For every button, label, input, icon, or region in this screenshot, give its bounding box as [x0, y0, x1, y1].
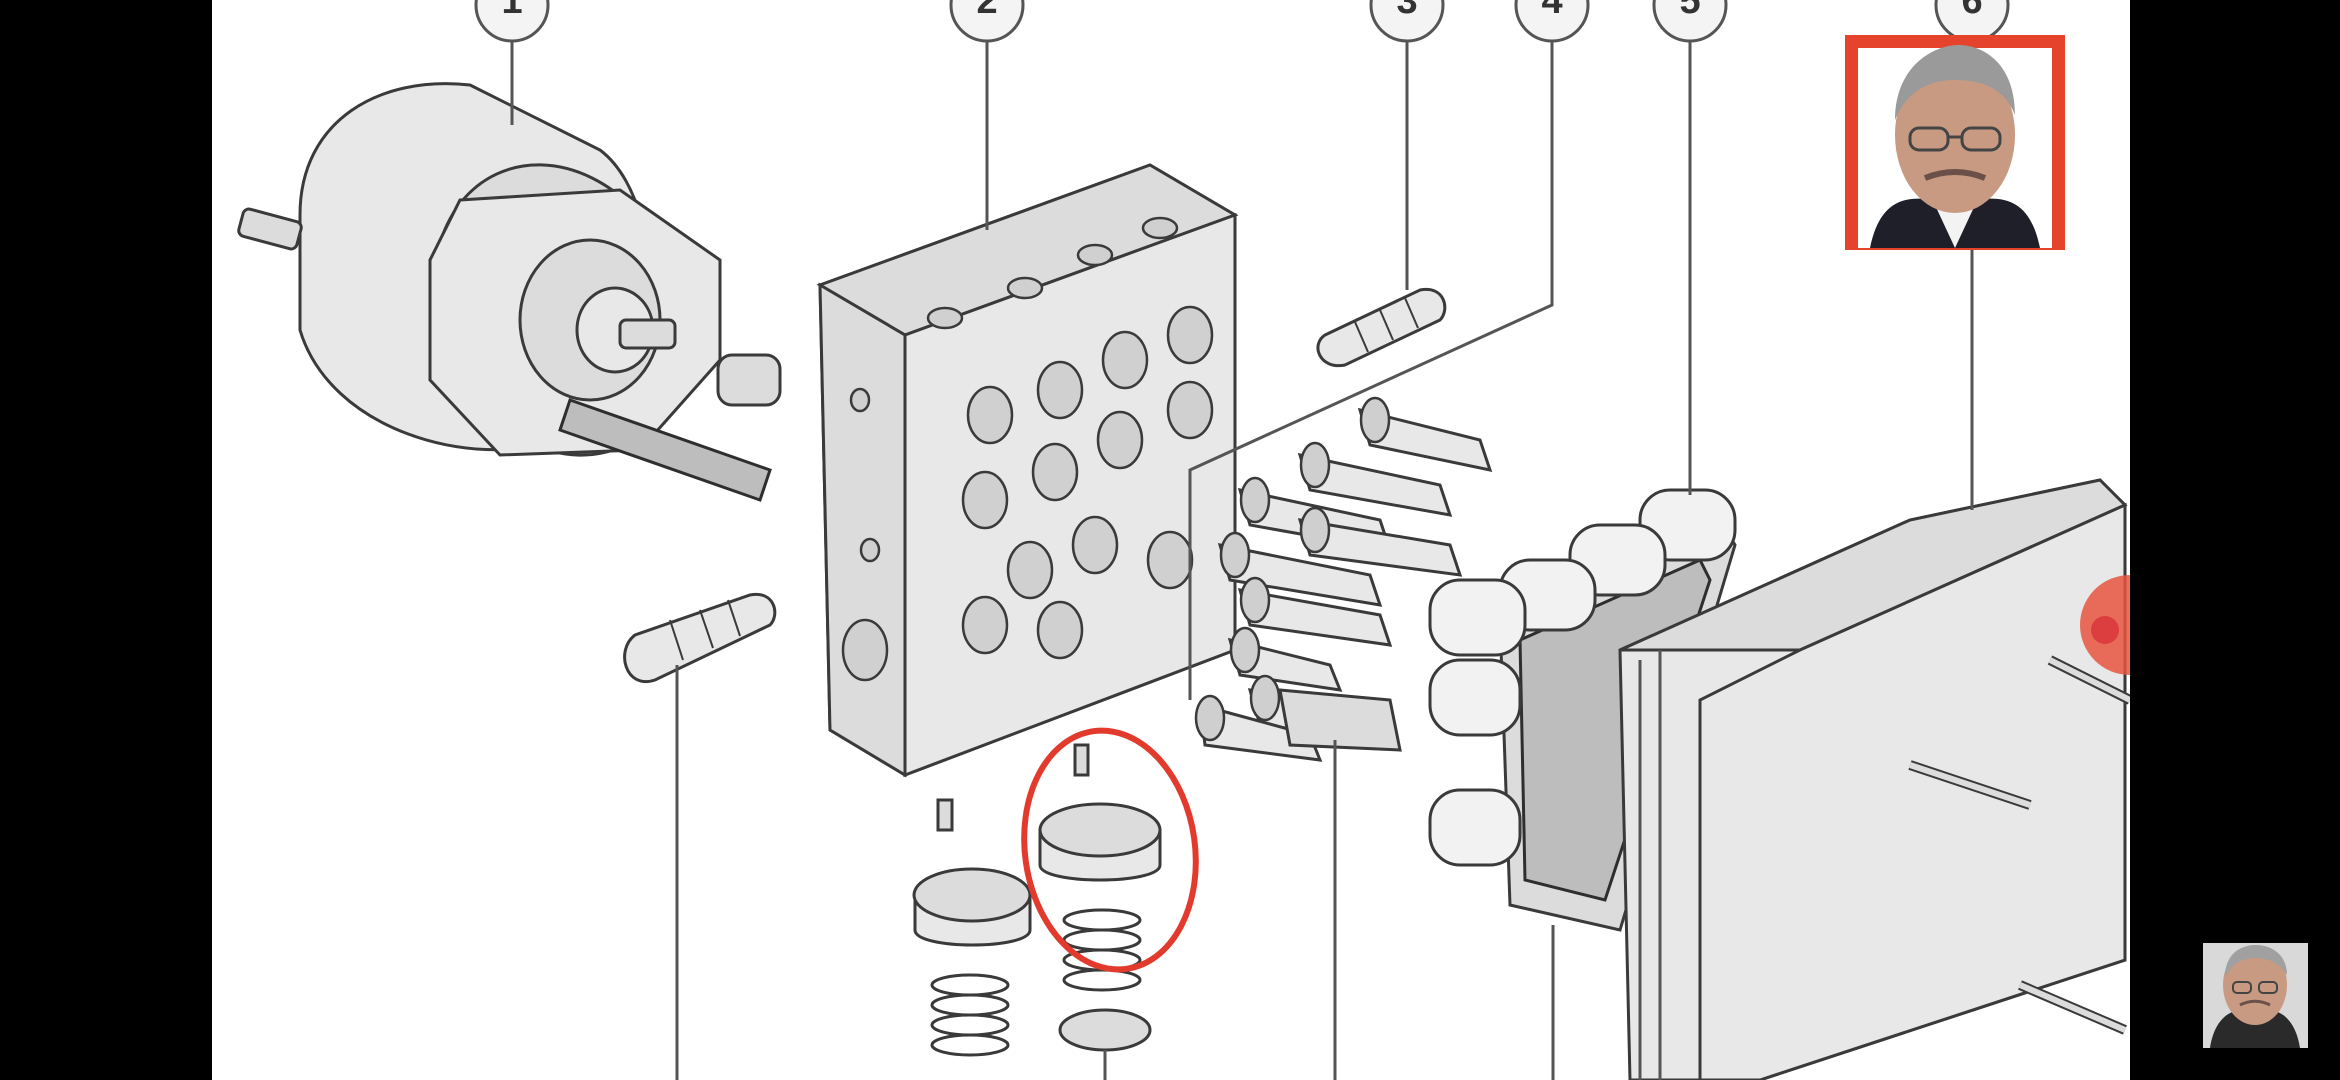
- leader-lines: [510, 30, 1974, 1080]
- callout-4: 4: [1514, 0, 1590, 43]
- solenoid-valves: [1194, 396, 1493, 762]
- svg-text:4: 4: [1541, 0, 1562, 22]
- callout-1: 1: [474, 0, 550, 43]
- record-indicator-center: [2091, 616, 2119, 644]
- damper-plug-lower: [623, 592, 777, 684]
- right-letterbox: [2130, 0, 2340, 1080]
- presenter-avatar-large: [1845, 35, 2065, 250]
- svg-text:1: 1: [501, 0, 522, 22]
- highlight-circle: [1021, 727, 1199, 973]
- svg-text:6: 6: [1961, 0, 1982, 22]
- callout-2: 2: [949, 0, 1025, 43]
- svg-text:2: 2: [976, 0, 997, 22]
- presenter-avatar-small: [2203, 943, 2308, 1048]
- left-letterbox: [0, 0, 212, 1080]
- callout-3: 3: [1369, 0, 1445, 43]
- hydraulic-valve-block: [816, 163, 1239, 778]
- control-unit-housing: [1618, 478, 2133, 1080]
- pump-motor: [237, 82, 782, 502]
- damper-plug-upper: [1316, 287, 1447, 368]
- svg-text:5: 5: [1679, 0, 1700, 22]
- svg-text:3: 3: [1396, 0, 1417, 22]
- callout-5: 5: [1652, 0, 1728, 43]
